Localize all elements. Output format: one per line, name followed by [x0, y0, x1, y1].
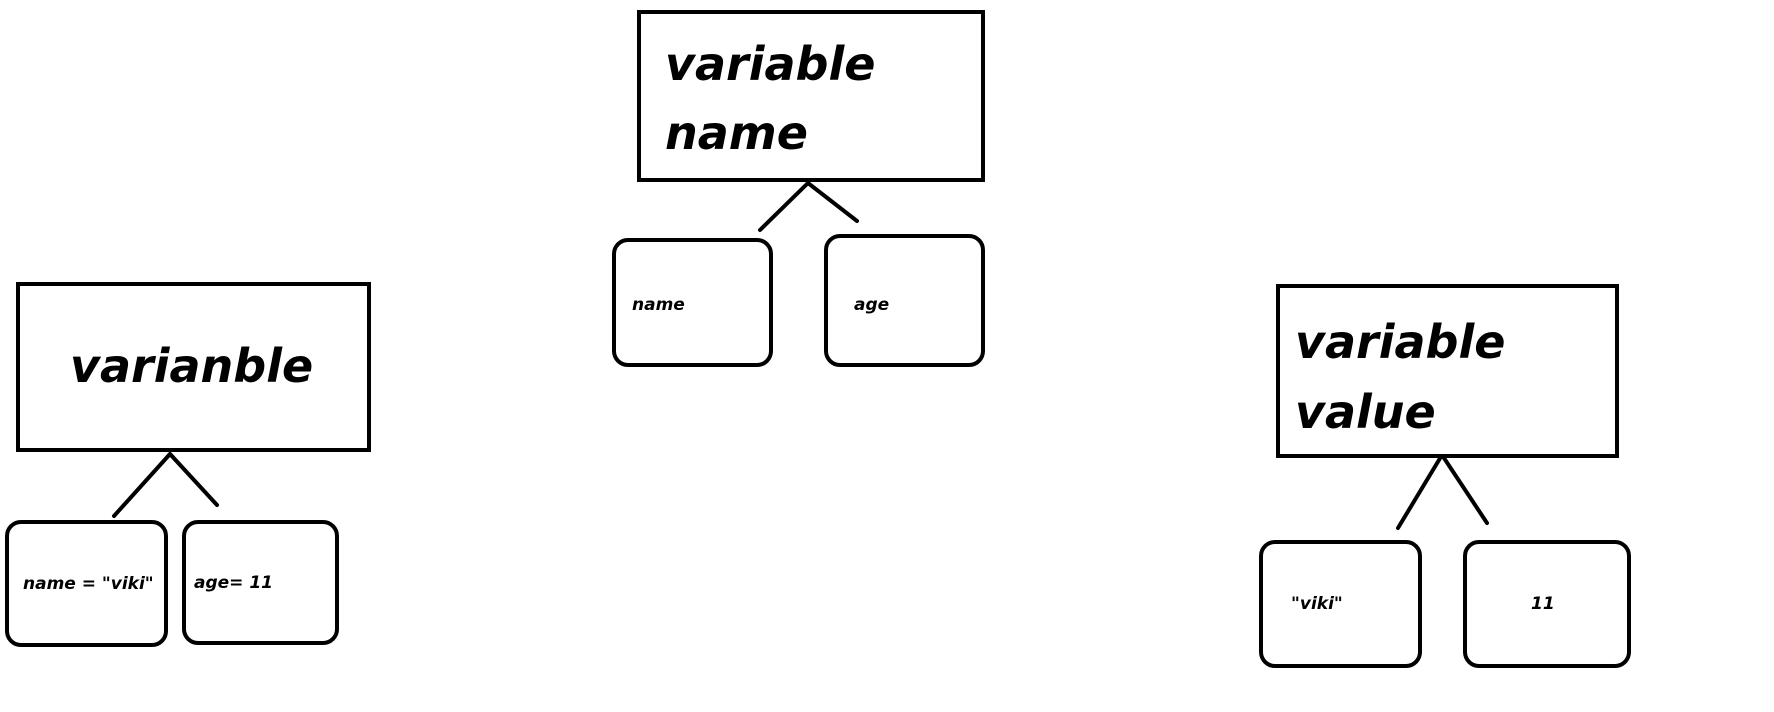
name-child-age-box: age [824, 234, 985, 367]
variable-box: varianble [16, 282, 371, 452]
variable-name-box-title-line2: name [665, 106, 808, 160]
variable-value-box-title-line2: value [1295, 385, 1436, 439]
variable-child-age-label: age= 11 [194, 573, 273, 593]
variable-child-name-label: name = "viki" [23, 574, 154, 594]
value-child-number-label: 11 [1531, 594, 1555, 614]
connector-variable-name [758, 180, 859, 232]
connector-variable [112, 451, 219, 518]
variable-value-box: variable value [1276, 284, 1619, 458]
value-child-number-box: 11 [1463, 540, 1631, 668]
variable-name-box: variable name [637, 10, 985, 182]
variable-value-box-title-line1: variable [1295, 315, 1506, 369]
variable-child-name-box: name = "viki" [5, 520, 168, 647]
connector-variable-value [1396, 451, 1489, 530]
name-child-age-label: age [854, 295, 890, 315]
name-child-name-label: name [632, 295, 685, 315]
value-child-string-label: "viki" [1291, 594, 1343, 614]
variable-box-title: varianble [70, 339, 314, 393]
variable-child-age-box: age= 11 [182, 520, 339, 645]
name-child-name-box: name [612, 238, 773, 367]
value-child-string-box: "viki" [1259, 540, 1422, 668]
variable-name-box-title-line1: variable [665, 37, 876, 91]
